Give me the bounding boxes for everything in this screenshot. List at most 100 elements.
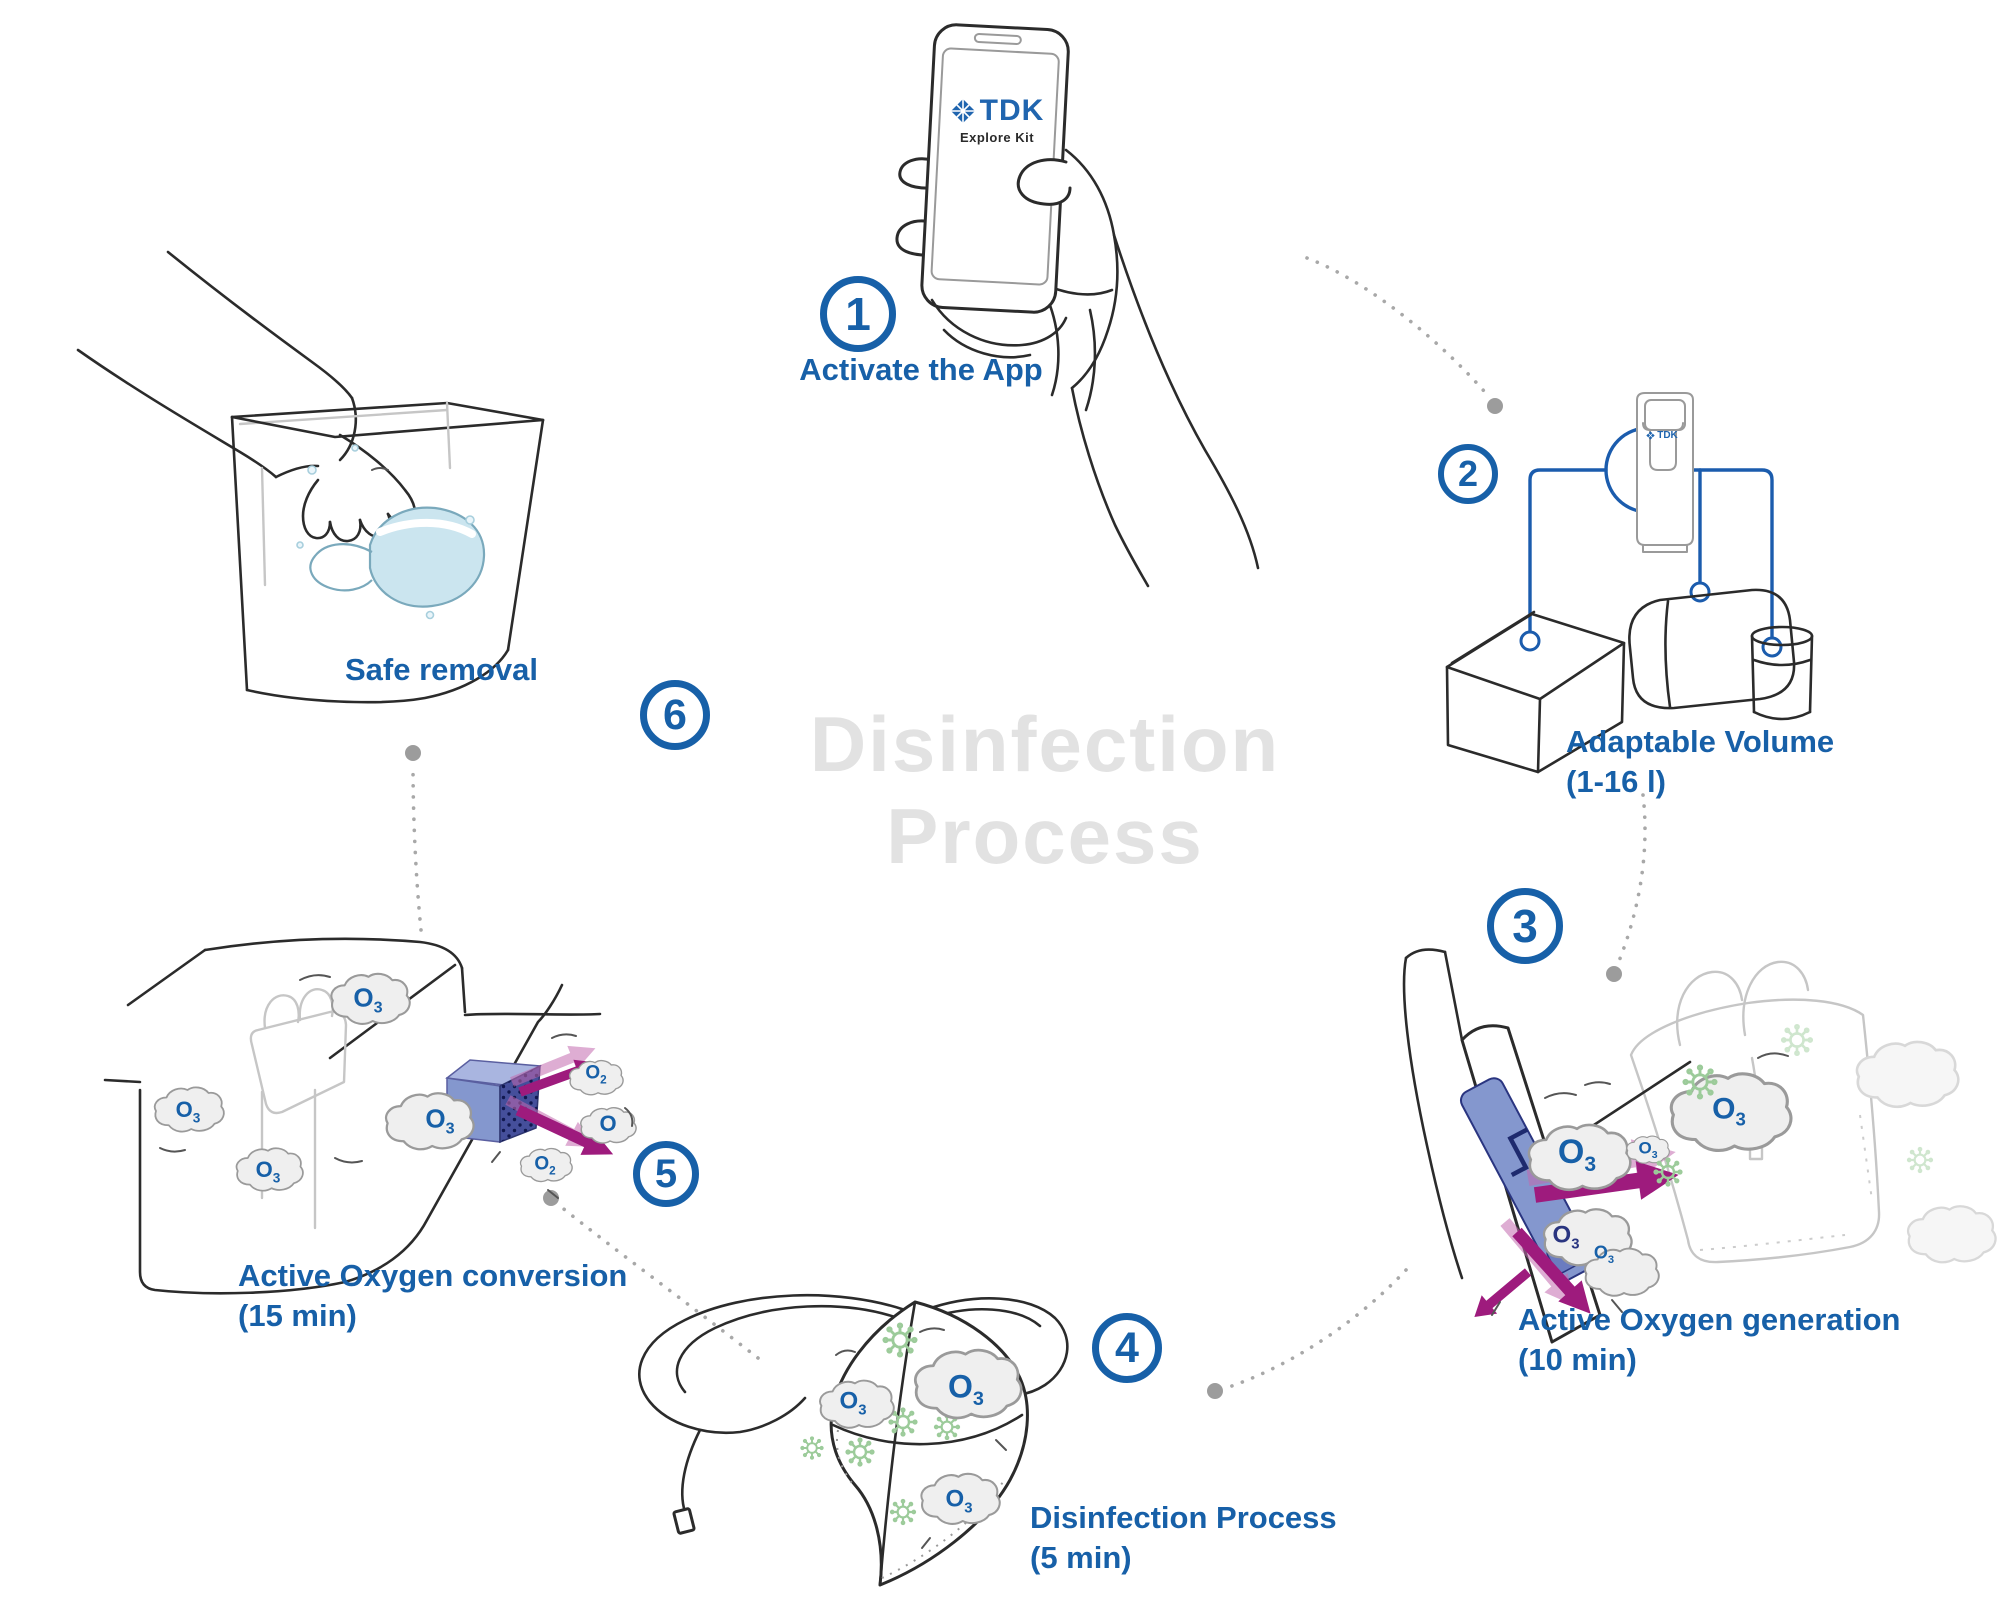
bag-handle	[1742, 960, 1810, 1037]
step-2-label-text: Adaptable Volume	[1566, 724, 1835, 759]
connector-step4-to-step5	[543, 1190, 760, 1360]
step-4-badge: 4	[1092, 1313, 1162, 1383]
step-3-duration-text: (10 min)	[1518, 1342, 1637, 1377]
step-5-badge: 5	[633, 1141, 699, 1207]
tube-port-icon	[1761, 636, 1783, 658]
step-3-number: 3	[1512, 900, 1538, 952]
oxygen-molecule-label: O2	[585, 1062, 607, 1087]
tdk-diamond-icon	[950, 99, 975, 123]
watermark-line-2: Process	[886, 792, 1204, 880]
mask-strap	[309, 543, 373, 592]
mask-strap	[675, 1304, 900, 1394]
bag-handle	[1675, 970, 1744, 1047]
droplet-icon	[425, 610, 435, 620]
step-1-badge: 1	[820, 276, 896, 352]
step1-phone-illustration	[895, 23, 1260, 588]
ozone-generator-device	[1636, 392, 1694, 553]
faded-cloud-icon	[1906, 1205, 1997, 1264]
tube-port-icon	[1689, 581, 1711, 603]
step-2-label: Adaptable Volume (1-16 l)	[1566, 722, 1834, 802]
step-3-label-text: Active Oxygen generation	[1518, 1302, 1901, 1337]
tdk-diamond-icon	[1646, 431, 1655, 440]
tube-right	[1688, 468, 1774, 640]
ozone-molecule-label: O3	[1638, 1138, 1658, 1161]
connector-end-dot	[543, 1190, 559, 1206]
faded-virus-icon	[1906, 1146, 1934, 1174]
step-6-number: 6	[663, 690, 687, 739]
strap-buckle	[672, 1507, 696, 1535]
tdk-logo-text: TDK	[979, 94, 1045, 127]
faded-virus-icon	[1780, 1023, 1814, 1057]
droplet-icon	[296, 541, 304, 549]
tube-port-icon	[1519, 630, 1541, 652]
disinfected-mask	[309, 506, 486, 608]
step-1-label: Activate the App	[691, 350, 1151, 390]
step-1-number: 1	[845, 288, 871, 340]
app-subtitle-text: Explore Kit	[959, 130, 1035, 145]
rounded-container	[1628, 588, 1796, 710]
mask-strap	[681, 1428, 702, 1514]
ozone-molecule-label: O3	[945, 1485, 973, 1517]
removal-box	[230, 401, 545, 704]
ozone-molecule-label: O3	[948, 1368, 984, 1410]
ozone-molecule-label: O3	[1712, 1092, 1746, 1130]
step-5-label: Active Oxygen conversion (15 min)	[238, 1256, 627, 1336]
step4-mask-illustration	[638, 1293, 1069, 1587]
step-6-badge: 6	[640, 680, 710, 750]
connector-step1-to-step2	[1305, 256, 1503, 414]
step-1-label-text: Activate the App	[799, 352, 1043, 387]
step-2-duration-text: (1-16 l)	[1566, 764, 1666, 799]
droplet-icon	[307, 465, 317, 475]
tdk-logo: TDK	[935, 94, 1059, 128]
step-6-label: Safe removal	[345, 650, 538, 690]
droplet-icon	[351, 444, 359, 452]
connector-end-dot	[1606, 966, 1622, 982]
device-tdk-logo: TDK	[1632, 430, 1692, 441]
step-6-label-text: Safe removal	[345, 652, 538, 687]
mask-cross-seam	[831, 1413, 1024, 1446]
mask-center-seam	[878, 1300, 917, 1587]
step6-safe-removal-illustration	[76, 250, 545, 704]
mask-strap	[638, 1293, 907, 1434]
oxygen-molecule-label: O2	[534, 1153, 556, 1178]
device-tdk-logo-text: TDK	[1657, 430, 1678, 441]
step5-oxygen-conversion-illustration	[103, 937, 637, 1295]
watermark-title: Disinfection Process	[545, 698, 1545, 882]
ozone-molecule-label: O3	[175, 1096, 201, 1126]
step-3-badge: 3	[1487, 888, 1563, 964]
phone-speaker	[973, 32, 1022, 45]
connector-step5-to-step6	[405, 745, 423, 932]
faded-cloud-icon	[1855, 1040, 1960, 1109]
step-4-label: Disinfection Process (5 min)	[1030, 1498, 1337, 1578]
watermark-line-1: Disinfection	[809, 700, 1281, 788]
step-4-duration-text: (5 min)	[1030, 1540, 1132, 1575]
connector-end-dot	[1207, 1383, 1223, 1399]
ozone-molecule-label: O3	[425, 1103, 455, 1138]
atomic-oxygen-label: O	[599, 1110, 617, 1136]
box-container	[1445, 610, 1626, 774]
step-5-number: 5	[654, 1151, 678, 1196]
step2-adaptable-volume-illustration	[1445, 392, 1814, 774]
step-5-duration-text: (15 min)	[238, 1298, 357, 1333]
connector-end-dot	[1487, 398, 1503, 414]
step-4-number: 4	[1115, 1323, 1139, 1372]
ozone-molecule-label: O3	[839, 1387, 867, 1419]
tube-left	[1528, 468, 1608, 634]
step-2-badge: 2	[1438, 444, 1498, 504]
connector-end-dot	[405, 745, 421, 761]
step-4-label-text: Disinfection Process	[1030, 1500, 1337, 1535]
step-3-label: Active Oxygen generation (10 min)	[1518, 1300, 1900, 1380]
ozone-molecule-label: O3	[255, 1156, 281, 1186]
connector-step2-to-step3	[1606, 793, 1647, 982]
ozone-molecule-label: O3	[1593, 1242, 1615, 1267]
ozone-molecule-label: O3	[1557, 1133, 1597, 1176]
step-5-label-text: Active Oxygen conversion	[238, 1258, 628, 1293]
ozone-molecule-label: O3	[353, 982, 383, 1017]
connector-step3-to-step4	[1207, 1268, 1408, 1399]
ozone-molecule-label: O3	[1552, 1221, 1580, 1253]
virus-icon	[800, 1436, 824, 1460]
droplet-icon	[465, 515, 475, 525]
step-2-number: 2	[1457, 453, 1479, 494]
